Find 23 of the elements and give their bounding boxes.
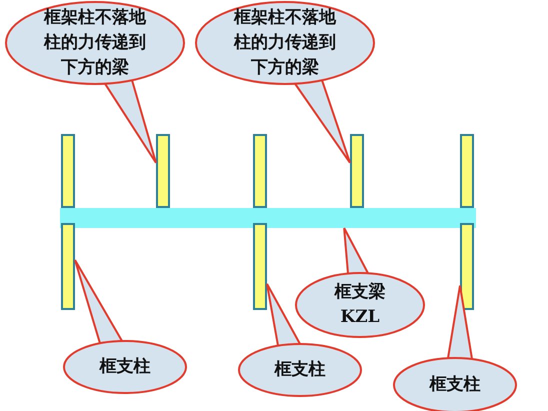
- callout-text: 框架柱不落地柱的力传递到下方的梁: [42, 6, 148, 80]
- speech-bubble: [63, 340, 187, 394]
- callout-text: 框支柱: [430, 374, 480, 396]
- callout-pointer: [293, 79, 351, 164]
- callout-pointer: [103, 79, 157, 164]
- column-bar: [350, 134, 364, 208]
- column-bar: [253, 134, 267, 208]
- beam-bar: [60, 208, 476, 228]
- column-bar: [61, 223, 75, 310]
- callout-text: 框架柱不落地柱的力传递到下方的梁: [232, 6, 338, 80]
- callout-text: 框支柱: [274, 358, 326, 382]
- column-bar: [460, 134, 474, 208]
- callout-pointer: [343, 227, 370, 275]
- column-bar: [460, 223, 474, 310]
- column-bar: [156, 134, 170, 208]
- callout-text: 框支梁: [334, 281, 386, 304]
- callout-pointer: [266, 282, 301, 347]
- column-bar: [61, 134, 75, 208]
- callout-pointer: [446, 284, 474, 360]
- callout-pointer: [74, 258, 124, 344]
- callout-text: KZL: [340, 306, 380, 329]
- column-bar: [253, 223, 267, 310]
- callout-text: 框支柱: [100, 356, 150, 378]
